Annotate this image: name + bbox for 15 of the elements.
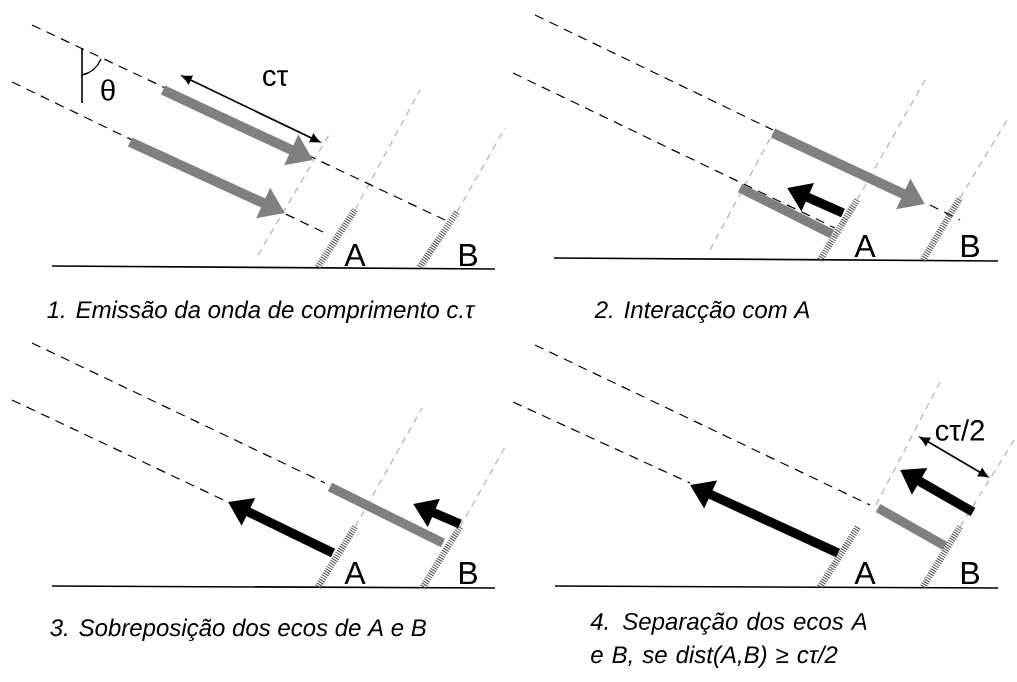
point-label: A	[854, 235, 876, 257]
point-label: A	[854, 562, 876, 584]
caption: 1. Emissão da onda de comprimento c.τ	[47, 300, 476, 323]
angle-label: θ	[101, 79, 115, 101]
point-label: B	[459, 244, 477, 266]
point-label: A	[344, 562, 366, 584]
length-label: cτ/2	[935, 419, 984, 441]
point-label: B	[459, 562, 477, 584]
point-label: A	[344, 244, 366, 266]
point-label: B	[961, 235, 979, 257]
caption: 2. Interacção com A	[594, 300, 810, 323]
caption: 4. Separação dos ecos A e B, se dist(A,B) ≥ cτ/2	[590, 612, 867, 668]
length-label: cτ	[263, 69, 288, 87]
point-label: B	[961, 562, 979, 584]
caption: 3. Sobreposição dos ecos de A e B	[50, 618, 426, 641]
